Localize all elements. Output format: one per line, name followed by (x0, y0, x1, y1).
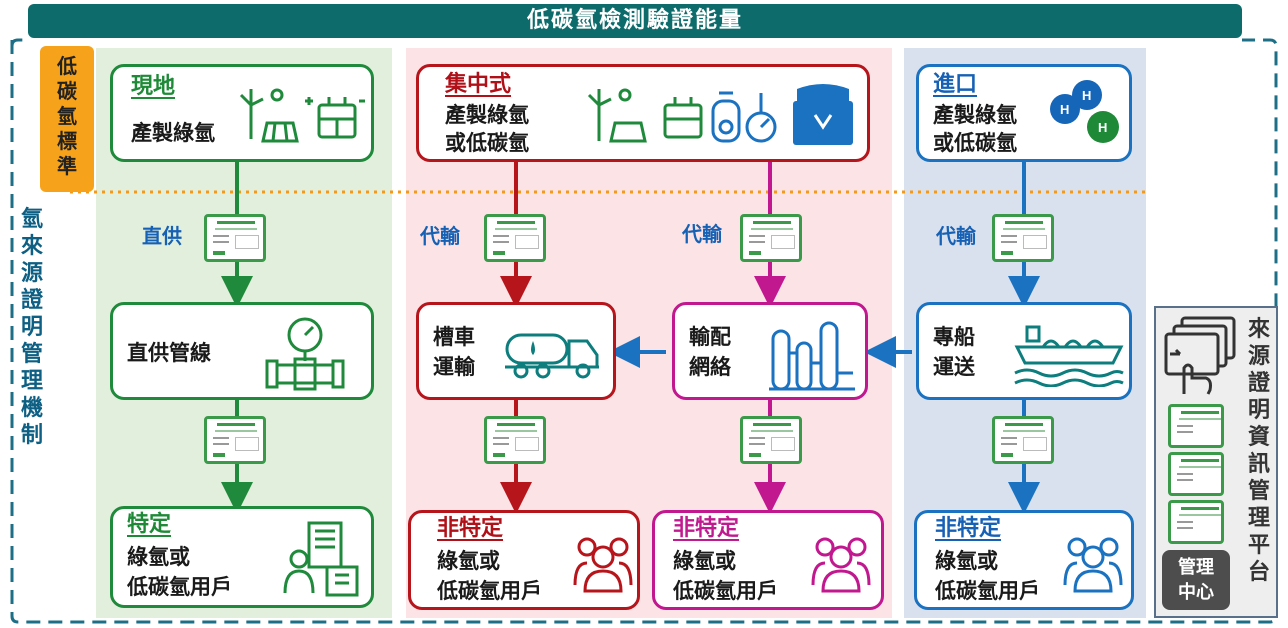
source-import-title: 進口 (933, 72, 978, 97)
proxy-label-magenta: 代輸 (682, 222, 722, 246)
source-local-line1: 產製綠氫 (131, 121, 215, 145)
user-nonspec3-line2: 低碳氫用戶 (935, 579, 1040, 603)
user-specific-node: 特定 綠氫或 低碳氫用戶 (110, 506, 374, 608)
source-import-line2: 或低碳氫 (933, 131, 1017, 155)
distribution-network-node: 輸配 網絡 (672, 302, 868, 400)
user-nonspec3-title: 非特定 (935, 516, 1002, 541)
tank-truck-node: 槽車 運輸 (416, 302, 616, 400)
source-local-node: 現地 產製綠氫 (110, 64, 374, 162)
platform-title: 來源證明資訊管理平台 (1247, 317, 1270, 585)
pipeline-gauge-icon (265, 317, 345, 391)
truck-line1: 槽車 (433, 325, 475, 349)
management-center-label: 管理中心 (1178, 557, 1214, 603)
touch-screen-icon (1164, 316, 1236, 395)
tank-truck-icon (505, 333, 599, 379)
wind-solar-electrolyzer-icon (239, 88, 365, 143)
network-line1: 輸配 (689, 325, 731, 349)
user-nonspecific-blue-node: 非特定 綠氫或 低碳氫用戶 (914, 510, 1134, 610)
user-nonspec2-title: 非特定 (673, 516, 740, 541)
outer-dashed-frame-top-left (10, 38, 28, 47)
origin-mechanism-label: 氫來源證明管理機制 (20, 207, 43, 448)
proxy-label-blue: 代輸 (936, 224, 976, 248)
user-specific-line1: 綠氫或 (127, 545, 190, 569)
certificate-icon (204, 214, 266, 262)
certificate-icon (1168, 500, 1224, 544)
source-local-title: 現地 (131, 74, 176, 99)
svg-text:H: H (1060, 102, 1069, 117)
direct-supply-label: 直供 (142, 224, 182, 248)
user-nonspec1-title: 非特定 (437, 516, 504, 541)
people-group-icon (811, 537, 871, 593)
user-specific-title: 特定 (127, 512, 172, 537)
svg-text:H: H (1082, 88, 1091, 103)
management-center-badge: 管理中心 (1162, 550, 1230, 610)
pipeline-label: 直供管線 (127, 341, 211, 365)
people-group-icon (573, 537, 633, 593)
network-line2: 網絡 (689, 355, 731, 379)
user-nonspec2-line1: 綠氫或 (673, 549, 736, 573)
central-production-icons (587, 84, 853, 145)
page-title-banner: 低碳氫檢測驗證能量 (28, 4, 1242, 38)
certificate-icon (992, 214, 1054, 262)
source-central-line2: 或低碳氫 (445, 131, 529, 155)
outer-dashed-frame (10, 38, 1278, 624)
user-nonspec2-line2: 低碳氫用戶 (673, 579, 778, 603)
source-import-node: 進口 產製綠氫 或低碳氫 H H H (916, 64, 1132, 162)
certificate-icon (484, 416, 546, 464)
certificate-icon (740, 416, 802, 464)
user-nonspec1-line2: 低碳氫用戶 (437, 579, 542, 603)
direct-pipeline-node: 直供管線 (110, 302, 374, 400)
standard-label: 低碳氫標準 (57, 54, 77, 178)
ship-line2: 運送 (933, 355, 975, 379)
source-central-title: 集中式 (445, 72, 512, 97)
people-group-icon (1063, 537, 1123, 593)
factory-user-icon (283, 521, 359, 597)
low-carbon-standard-tag: 低碳氫標準 (40, 46, 94, 192)
ship-line1: 專船 (933, 325, 975, 349)
refinery-icon (769, 321, 855, 391)
dedicated-ship-node: 專船 運送 (916, 302, 1132, 400)
user-nonspecific-magenta-node: 非特定 綠氫或 低碳氫用戶 (652, 510, 884, 610)
certificate-icon (1168, 404, 1224, 448)
truck-line2: 運輸 (433, 355, 475, 379)
svg-text:H: H (1098, 120, 1107, 135)
certificate-icon (992, 416, 1054, 464)
source-central-node: 集中式 產製綠氫 或低碳氫 (416, 64, 870, 162)
certificate-icon (740, 214, 802, 262)
proxy-label-red: 代輸 (420, 224, 460, 248)
lng-ship-icon (1014, 325, 1124, 387)
source-central-line1: 產製綠氫 (445, 103, 529, 127)
hydrogen-molecule-icon: H H H (1050, 80, 1119, 143)
user-specific-line2: 低碳氫用戶 (127, 575, 232, 599)
source-import-line1: 產製綠氫 (933, 103, 1017, 127)
user-nonspec1-line1: 綠氫或 (437, 549, 500, 573)
certificate-icon (484, 214, 546, 262)
user-nonspec3-line1: 綠氫或 (935, 549, 998, 573)
user-nonspecific-red-node: 非特定 綠氫或 低碳氫用戶 (408, 510, 640, 610)
certificate-icon (204, 416, 266, 464)
certificate-icon (1168, 452, 1224, 496)
